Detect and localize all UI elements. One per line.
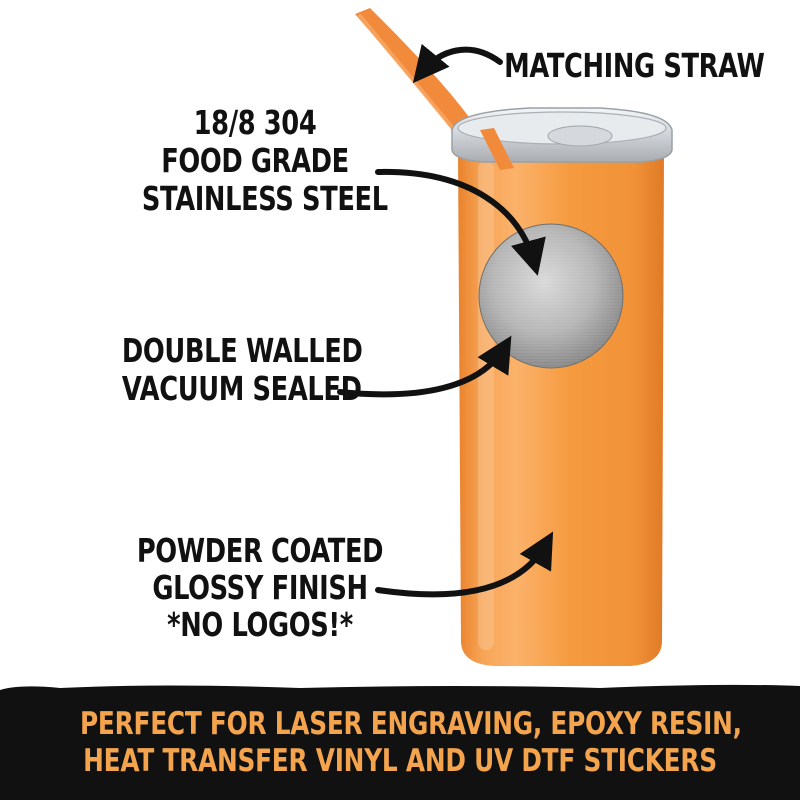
double-walled-label: DOUBLE WALLED VACUUM SEALED <box>121 331 363 408</box>
label-line: DOUBLE WALLED <box>121 331 363 370</box>
uses-banner-text: PERFECT FOR LASER ENGRAVING, EPOXY RESIN… <box>80 706 742 780</box>
label-line: VACUUM SEALED <box>121 369 362 408</box>
label-line: POWDER COATED <box>136 531 384 570</box>
matching-straw-label: MATCHING STRAW <box>504 46 765 86</box>
label-line: FOOD GRADE <box>161 141 349 180</box>
banner-line-2: HEAT TRANSFER VINYL AND UV DTF STICKERS <box>83 743 717 779</box>
arrow-walled <box>337 335 512 398</box>
stainless-steel-label: 18/8 304 FOOD GRADE STAINLESS STEEL <box>141 103 388 218</box>
arrow-straw <box>412 43 503 84</box>
label-line: *NO LOGOS!* <box>167 605 353 644</box>
label-line: GLOSSY FINISH <box>152 568 368 607</box>
label-line: MATCHING STRAW <box>504 46 765 85</box>
arrow-steel <box>375 168 546 276</box>
label-line: 18/8 304 <box>193 103 317 142</box>
banner-line-1: PERFECT FOR LASER ENGRAVING, EPOXY RESIN… <box>80 706 742 742</box>
arrow-coated <box>375 531 554 598</box>
powder-coated-label: POWDER COATED GLOSSY FINISH *NO LOGOS!* <box>135 532 385 643</box>
label-line: STAINLESS STEEL <box>141 179 388 218</box>
banner-background <box>0 684 800 800</box>
